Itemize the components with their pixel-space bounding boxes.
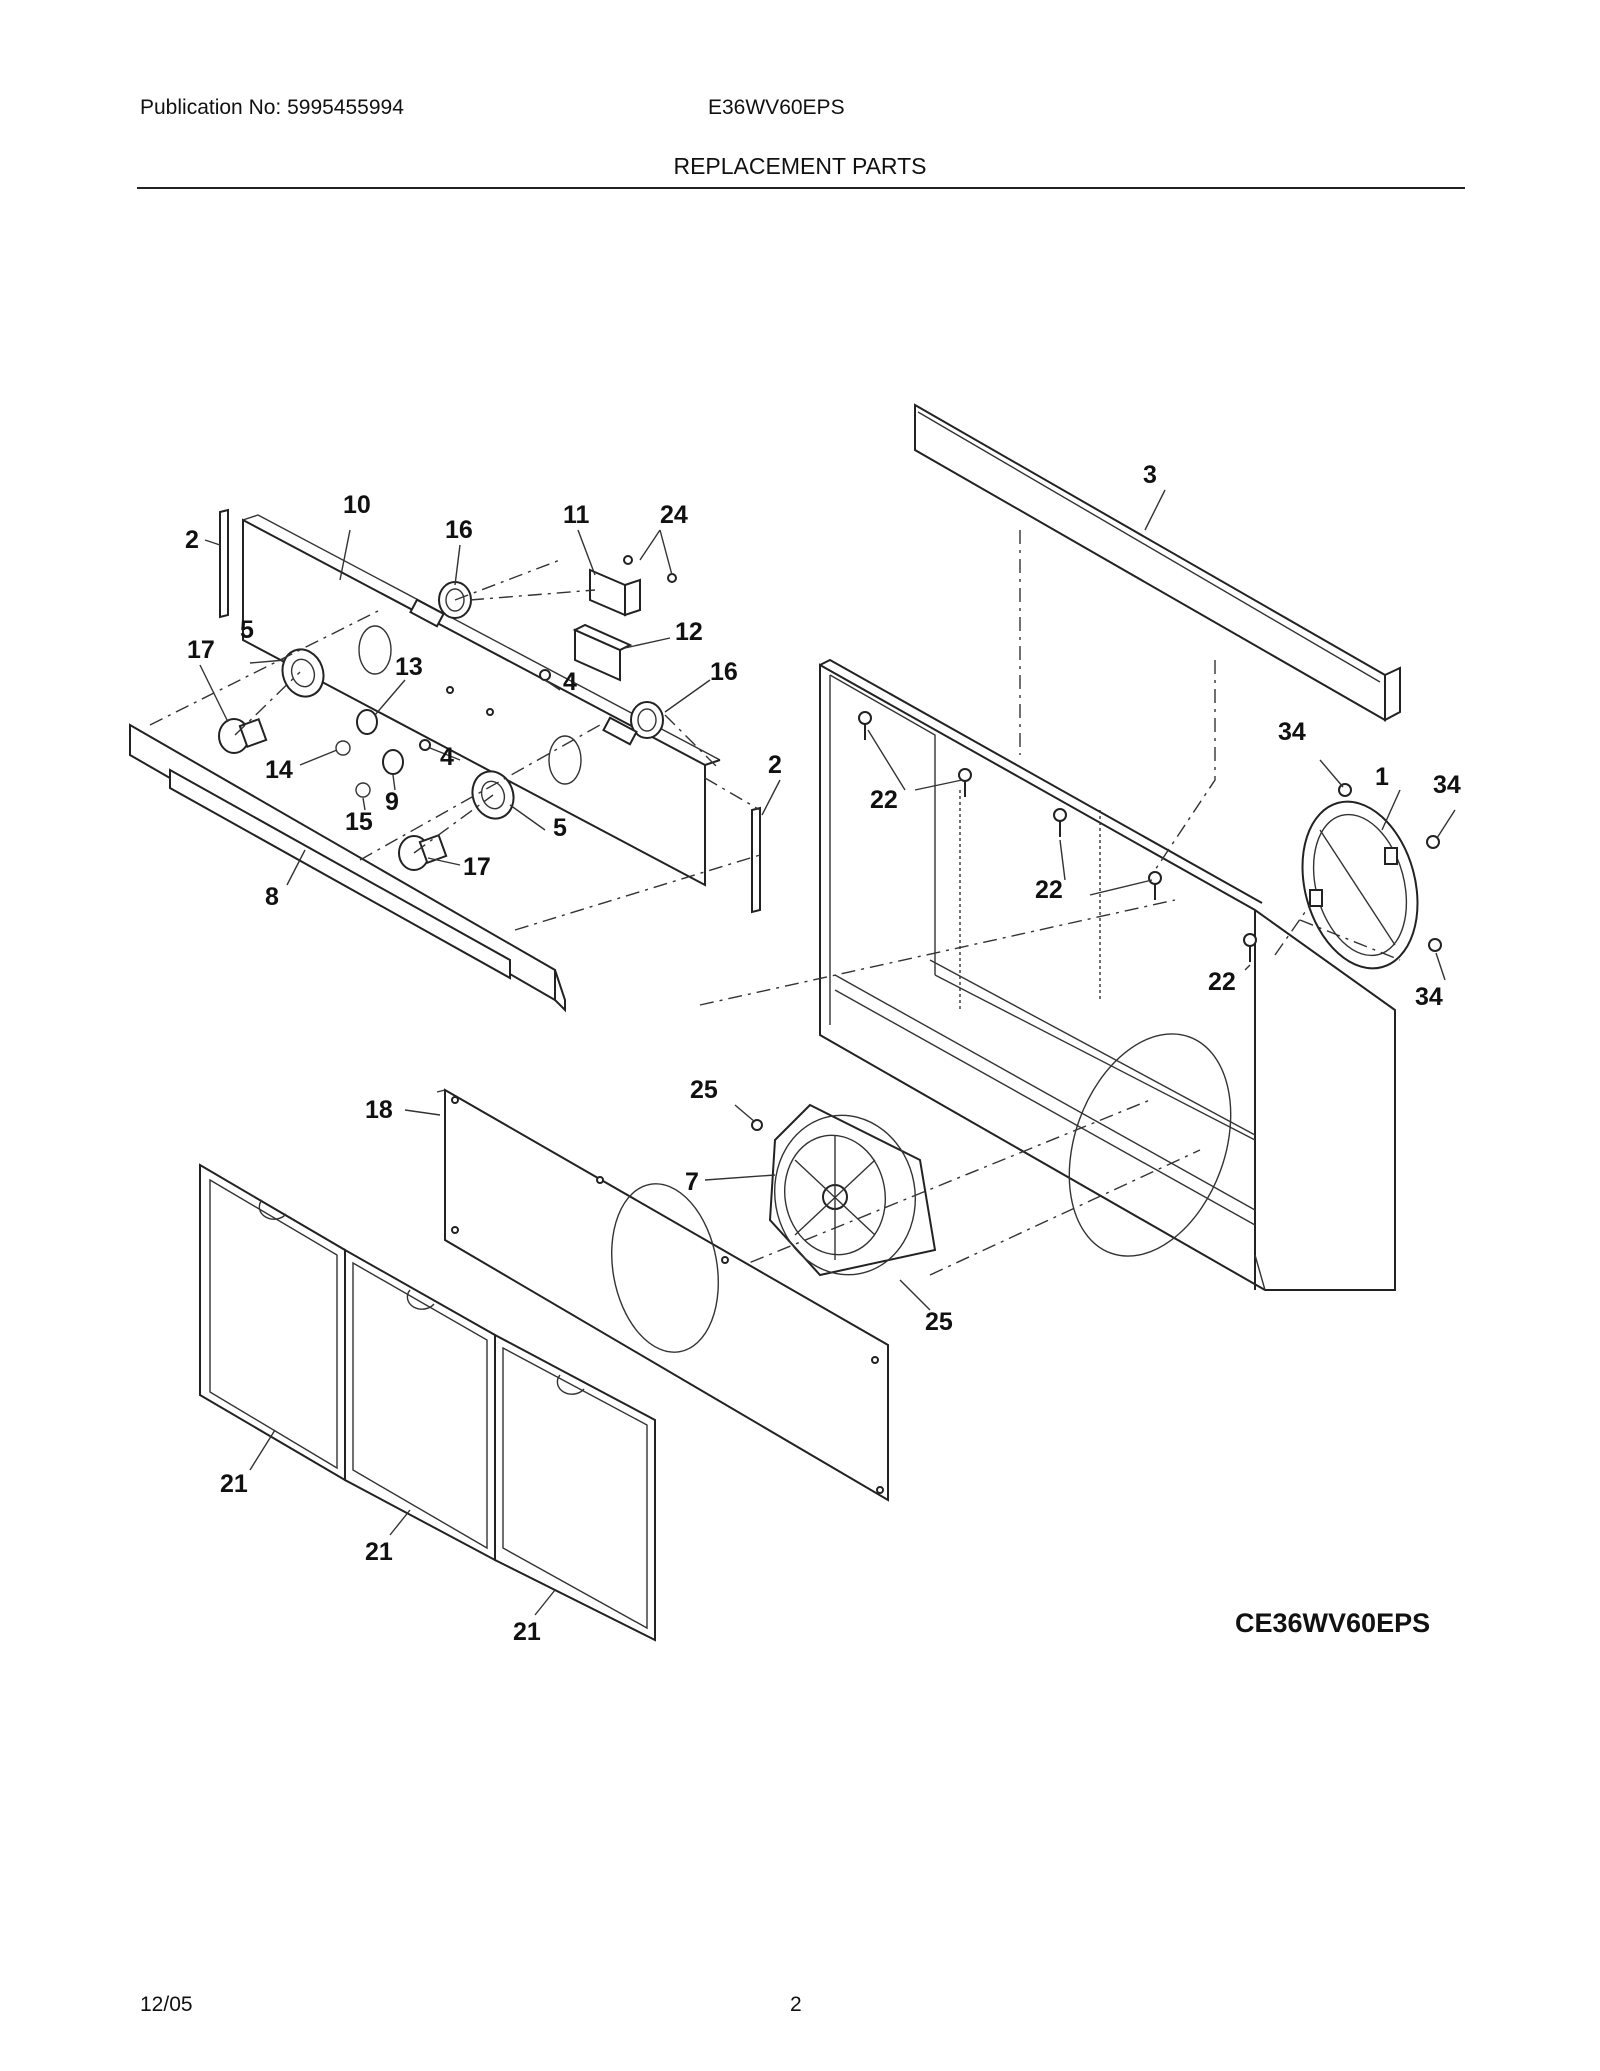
publication-number: Publication No: 5995455994 <box>140 96 404 119</box>
part-10-control-panel <box>242 514 721 887</box>
label-4: 4 <box>563 668 577 696</box>
header-rule <box>137 187 1465 189</box>
leader-lines <box>199 489 1456 1616</box>
part-21-filters <box>199 1163 656 1642</box>
label-11: 11 <box>563 501 590 529</box>
label-22b: 22 <box>1035 876 1063 904</box>
footer-date: 12/05 <box>140 1993 193 2016</box>
label-22c: 22 <box>1208 968 1236 996</box>
label-5b: 5 <box>553 814 567 842</box>
part-2-brackets <box>219 508 761 914</box>
label-9: 9 <box>385 788 399 816</box>
label-3: 3 <box>1143 461 1157 489</box>
label-34b: 34 <box>1433 771 1461 799</box>
part-1-duct-collar <box>1301 800 1419 970</box>
diagram-code: CE36WV60EPS <box>1235 1608 1430 1638</box>
label-25: 25 <box>690 1076 718 1104</box>
label-1: 1 <box>1375 763 1389 791</box>
label-17b: 17 <box>463 853 491 881</box>
label-12: 12 <box>675 618 703 646</box>
model-number: E36WV60EPS <box>708 96 845 119</box>
label-5: 5 <box>240 616 254 644</box>
label-8: 8 <box>265 883 279 911</box>
label-4b: 4 <box>440 743 454 771</box>
footer-page-number: 2 <box>790 1993 802 2016</box>
label-34c: 34 <box>1415 983 1443 1011</box>
label-16: 16 <box>445 516 473 544</box>
part-labels: 2 10 16 11 24 12 4 16 5 17 13 4 14 9 15 … <box>185 461 1461 1646</box>
label-10: 10 <box>343 491 371 519</box>
label-21c: 21 <box>513 1618 541 1646</box>
label-25b: 25 <box>925 1308 953 1336</box>
section-title: REPLACEMENT PARTS <box>673 153 927 179</box>
label-2: 2 <box>185 526 199 554</box>
label-18: 18 <box>365 1096 393 1124</box>
label-17: 17 <box>187 636 215 664</box>
label-34: 34 <box>1278 718 1306 746</box>
label-14: 14 <box>265 756 293 784</box>
screw-hardware <box>858 711 1442 962</box>
label-21: 21 <box>220 1470 248 1498</box>
label-13: 13 <box>395 653 423 681</box>
part-7-blower <box>751 1103 937 1277</box>
label-21b: 21 <box>365 1538 393 1566</box>
label-15: 15 <box>345 808 373 836</box>
label-24: 24 <box>660 501 688 529</box>
hood-body <box>819 658 1396 1291</box>
label-16b: 16 <box>710 658 738 686</box>
label-2b: 2 <box>768 751 782 779</box>
part-8-lower-trim <box>129 723 566 1013</box>
label-7: 7 <box>685 1168 699 1196</box>
label-22: 22 <box>870 786 898 814</box>
control-components <box>218 555 677 871</box>
part-3-top-trim <box>914 403 1401 722</box>
part-18-front-panel <box>436 1088 889 1502</box>
